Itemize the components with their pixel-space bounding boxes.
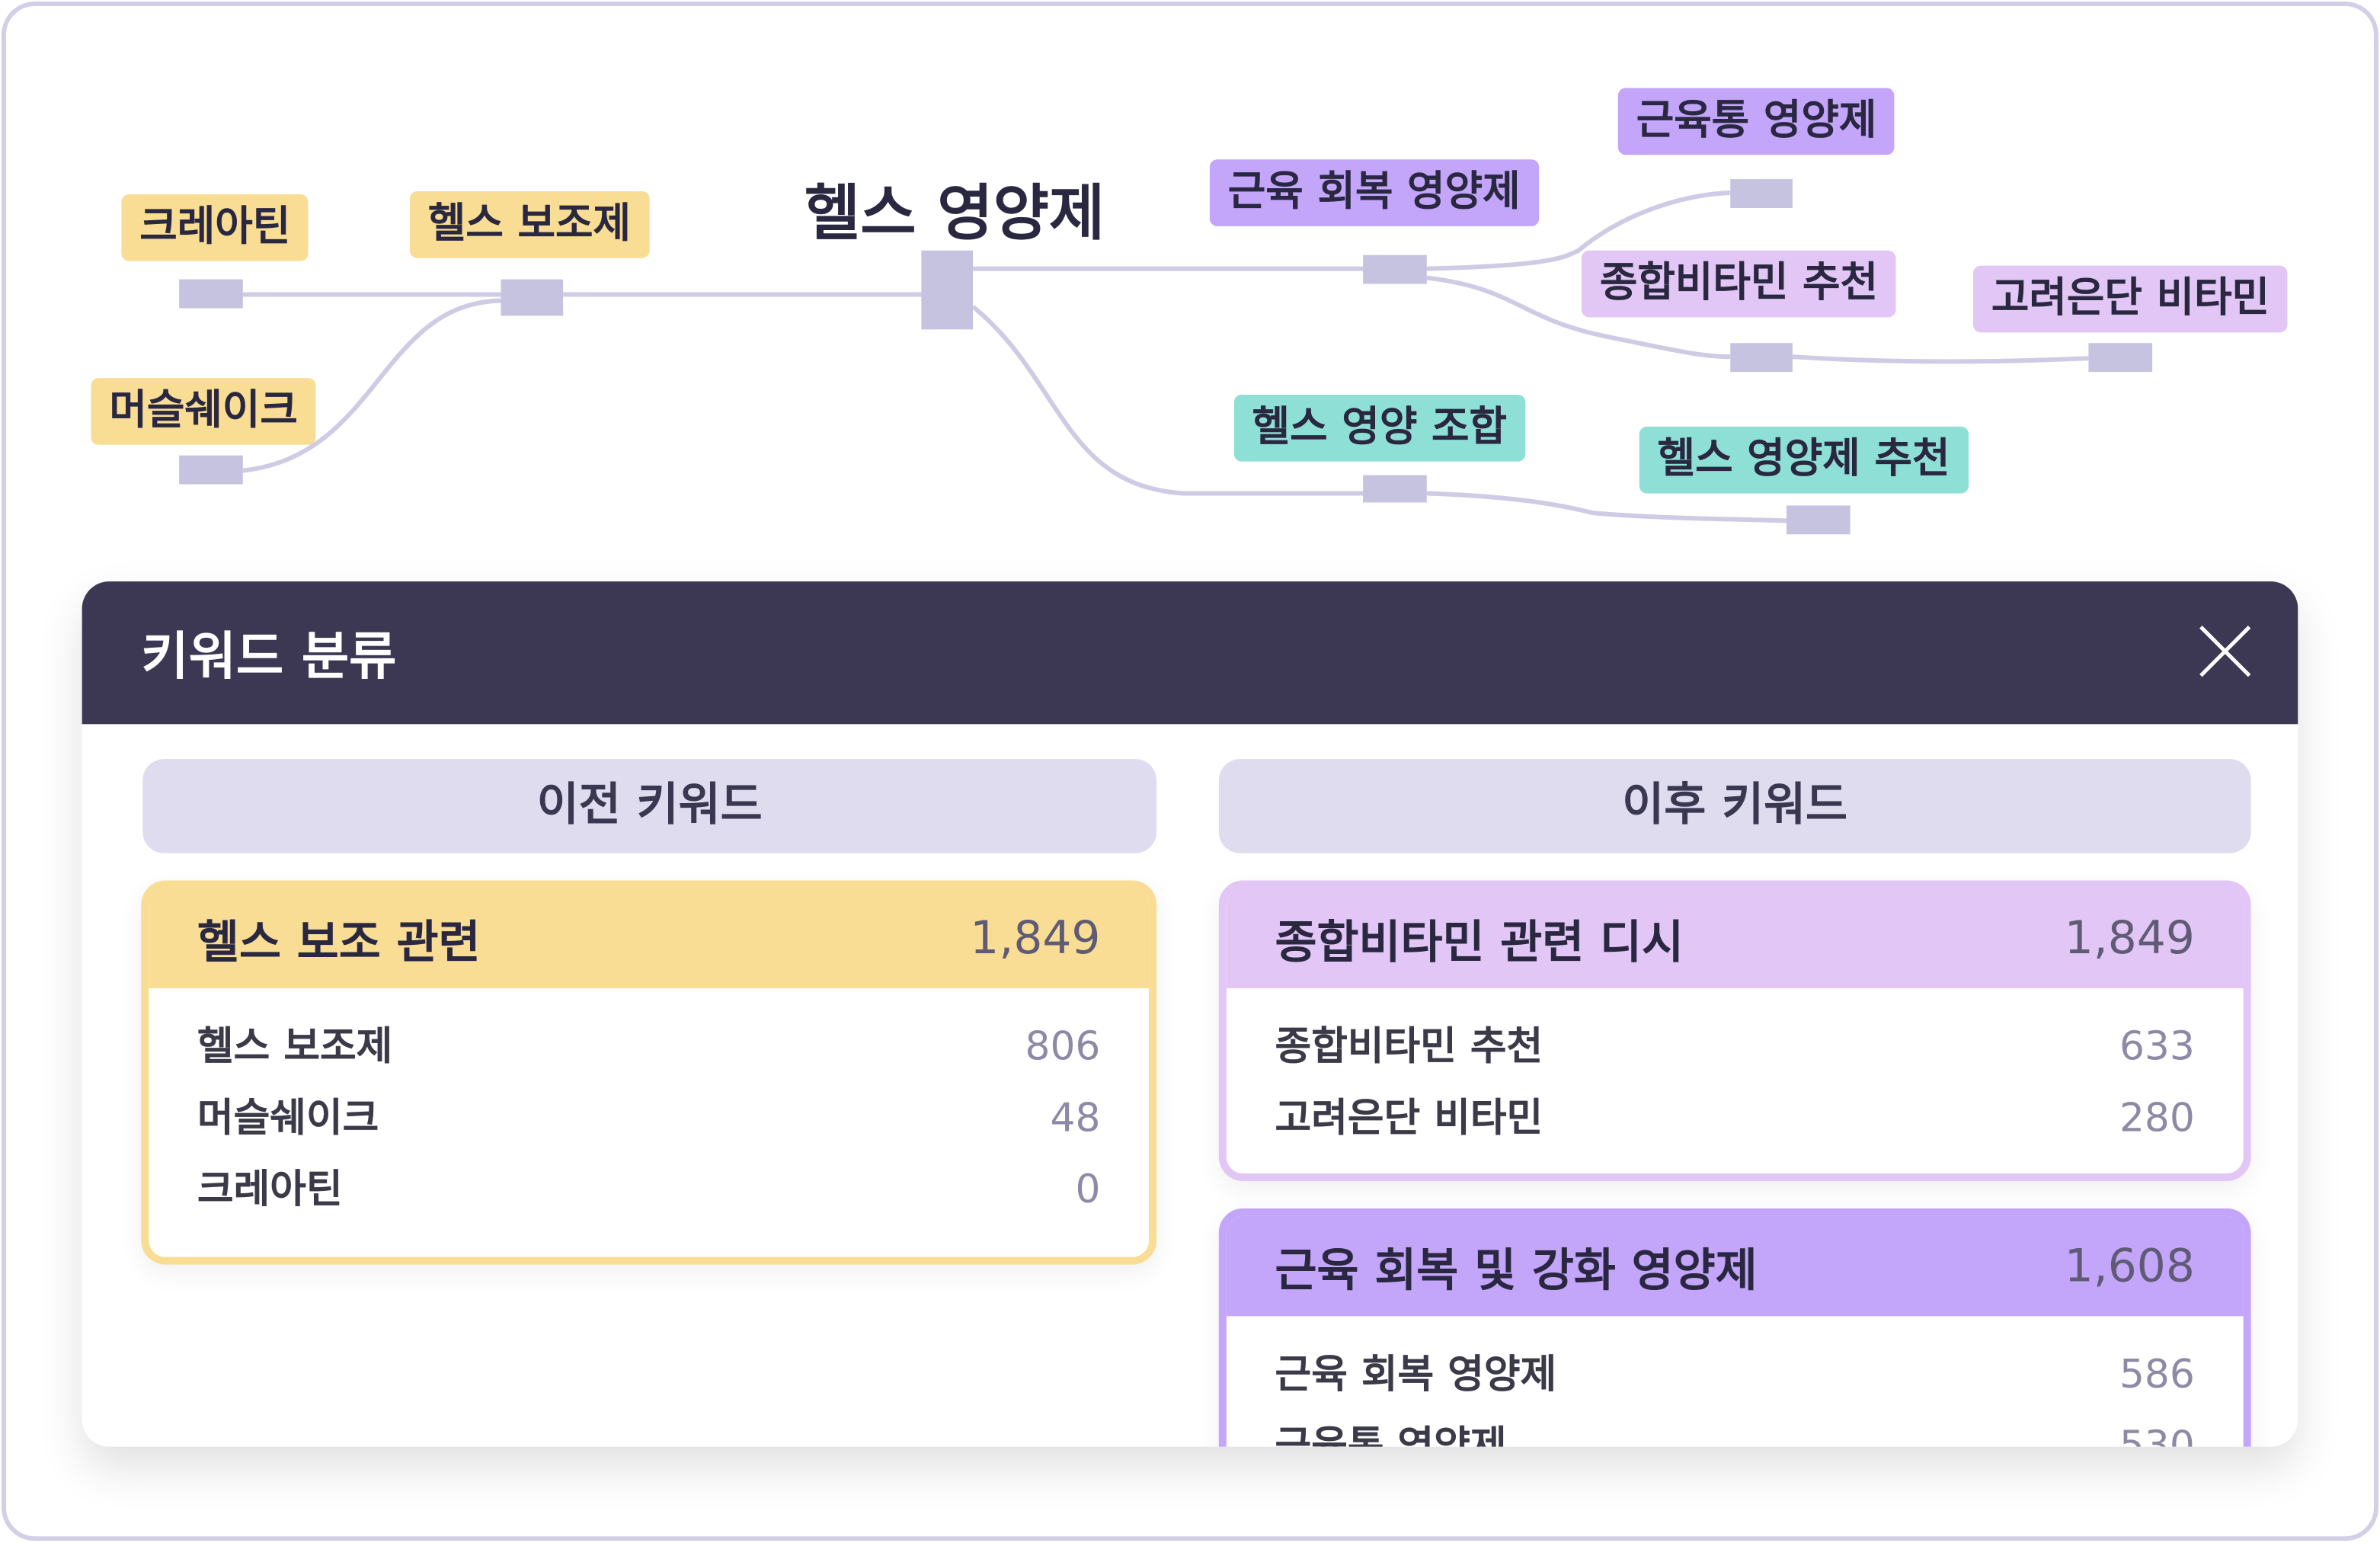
item-name: 종합비타민 추천 xyxy=(1275,1024,1543,1071)
tag-health-combo[interactable]: 헬스 영양 조합 xyxy=(1233,394,1525,462)
item-count: 633 xyxy=(2119,1024,2195,1071)
tag-muscle-recovery[interactable]: 근육 회복 영양제 xyxy=(1209,159,1539,226)
item-name: 근육 회복 영양제 xyxy=(1275,1353,1557,1398)
category-card[interactable]: 종합비타민 관련 디시 1,849 종합비타민 추천 633 고려은단 비타민 280 xyxy=(1218,880,2251,1182)
item-name: 헬스 보조제 xyxy=(197,1024,393,1071)
node[interactable] xyxy=(501,279,564,316)
after-keywords-label: 이후 키워드 xyxy=(1218,759,2251,853)
list-item[interactable]: 근육 회복 영양제 586 xyxy=(1227,1340,2244,1412)
tag-creatine[interactable]: 크레아틴 xyxy=(121,194,309,261)
item-name: 머슬쉐이크 xyxy=(197,1096,379,1142)
node-center[interactable] xyxy=(921,250,974,330)
tag-health-rec[interactable]: 헬스 영양제 추천 xyxy=(1639,426,1969,494)
node[interactable] xyxy=(1786,505,1851,535)
close-icon[interactable] xyxy=(2198,624,2253,679)
node[interactable] xyxy=(1363,475,1427,503)
tag-korea-eundan[interactable]: 고려은단 비타민 xyxy=(1972,265,2288,333)
panel-title: 키워드 분류 xyxy=(141,626,397,688)
category-card[interactable]: 근육 회복 및 강화 영양제 1,608 근육 회복 영양제 586 근육통 영양제… xyxy=(1218,1208,2251,1447)
item-count: 280 xyxy=(2119,1096,2195,1142)
list-item[interactable]: 헬스 보조제 806 xyxy=(149,1013,1149,1084)
node[interactable] xyxy=(1363,254,1427,284)
category-count: 1,849 xyxy=(2064,911,2195,965)
item-count: 48 xyxy=(1050,1096,1101,1142)
node[interactable] xyxy=(2088,343,2153,373)
item-count: 0 xyxy=(1075,1167,1101,1213)
tag-muscle-pain[interactable]: 근육통 영양제 xyxy=(1617,88,1895,155)
list-item[interactable]: 종합비타민 추천 633 xyxy=(1227,1013,2244,1084)
category-name: 근육 회복 및 강화 영양제 xyxy=(1275,1244,1758,1298)
list-item[interactable]: 머슬쉐이크 48 xyxy=(149,1084,1149,1156)
item-count: 586 xyxy=(2119,1353,2195,1398)
panel-header: 키워드 분류 xyxy=(82,581,2298,725)
category-name: 종합비타민 관련 디시 xyxy=(1275,917,1684,971)
category-card[interactable]: 헬스 보조 관련 1,849 헬스 보조제 806 머슬쉐이크 48 크레아틴 0 xyxy=(141,880,1157,1265)
node[interactable] xyxy=(1730,179,1793,208)
node[interactable] xyxy=(179,279,243,309)
list-item[interactable]: 고려은단 비타민 280 xyxy=(1227,1084,2244,1156)
tag-multivitamin-rec[interactable]: 종합비타민 추천 xyxy=(1581,250,1896,318)
tag-health-supplement[interactable]: 헬스 보조제 xyxy=(409,191,649,258)
item-name: 근육통 영양제 xyxy=(1275,1423,1507,1447)
node[interactable] xyxy=(179,455,243,485)
tag-muscle-shake[interactable]: 머슬쉐이크 xyxy=(91,378,316,445)
item-count: 806 xyxy=(1025,1024,1101,1071)
category-count: 1,849 xyxy=(970,911,1101,965)
list-item[interactable]: 근육통 영양제 530 xyxy=(1227,1412,2244,1447)
item-name: 고려은단 비타민 xyxy=(1275,1096,1543,1142)
category-name: 헬스 보조 관련 xyxy=(197,917,481,971)
node[interactable] xyxy=(1730,343,1793,373)
center-keyword: 헬스 영양제 xyxy=(804,179,1105,249)
item-count: 530 xyxy=(2119,1423,2195,1447)
list-item[interactable]: 크레아틴 0 xyxy=(149,1155,1149,1227)
item-name: 크레아틴 xyxy=(197,1167,343,1213)
category-count: 1,608 xyxy=(2064,1239,2195,1293)
before-keywords-label: 이전 키워드 xyxy=(142,759,1157,853)
keyword-flow-lines xyxy=(242,190,2089,523)
keyword-classification-panel: 키워드 분류 이전 키워드 이후 키워드 헬스 보조 관련 1,849 헬스 보조… xyxy=(82,581,2298,1447)
